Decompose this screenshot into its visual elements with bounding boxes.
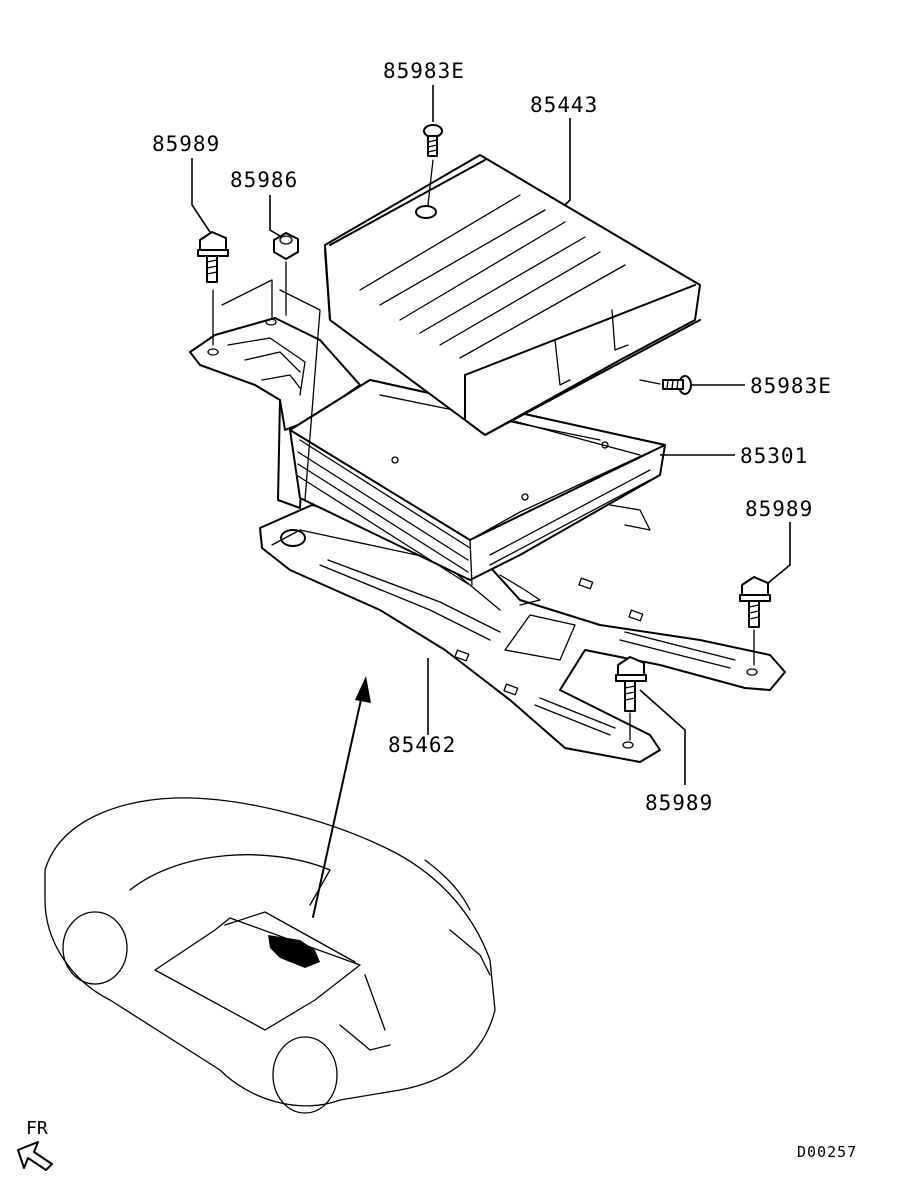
front-direction-label: FR — [26, 1118, 48, 1139]
part-label-85983e-top: 85983E — [383, 59, 465, 83]
part-label-85443: 85443 — [530, 93, 598, 117]
bolt-85989-left[interactable] — [197, 231, 229, 283]
part-label-85301: 85301 — [740, 444, 808, 468]
vehicle-illustration — [44, 797, 496, 1114]
location-arrow — [312, 676, 371, 918]
part-label-85989-left: 85989 — [152, 132, 220, 156]
part-label-85989-right: 85989 — [745, 497, 813, 521]
bolt-85989-right[interactable] — [739, 576, 771, 628]
bracket-plate-85462[interactable] — [259, 504, 786, 763]
cover-85443[interactable] — [324, 154, 701, 436]
amplifier-unit-85301[interactable] — [289, 379, 666, 606]
part-label-85986: 85986 — [230, 168, 298, 192]
figure-code: D00257 — [797, 1143, 857, 1161]
screw-85983e-side[interactable] — [662, 375, 692, 395]
assembly-lines — [212, 159, 755, 741]
nut-85986[interactable] — [273, 232, 299, 260]
part-label-85462: 85462 — [388, 733, 456, 757]
bolt-85989-bottom[interactable] — [615, 656, 647, 712]
part-label-85983e-side: 85983E — [750, 374, 832, 398]
leader-lines — [191, 85, 791, 785]
front-direction-arrow — [17, 1141, 53, 1171]
part-label-85989-bottom: 85989 — [645, 791, 713, 815]
screw-85983e-top[interactable] — [423, 124, 443, 157]
